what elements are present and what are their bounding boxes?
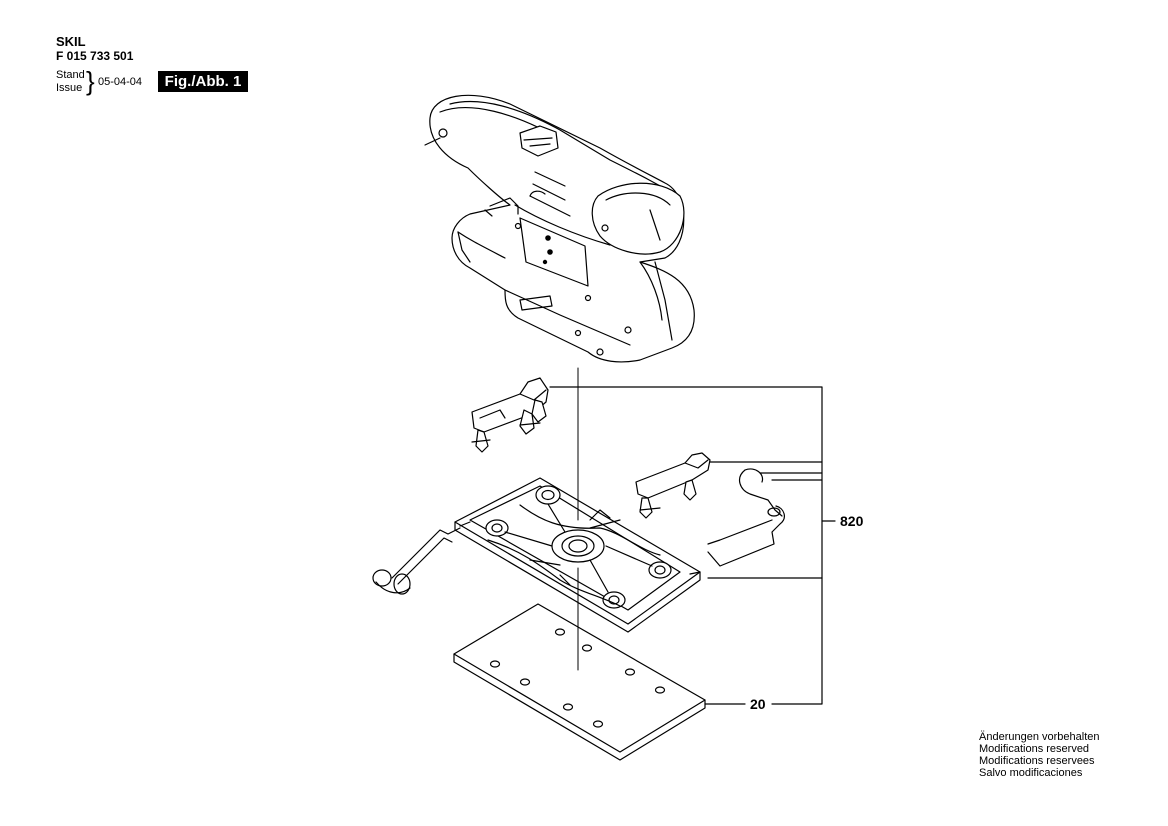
wire-clip-right (707, 468, 785, 567)
modification-notes: Änderungen vorbehalten Modifications res… (979, 731, 1099, 779)
part-number: F 015 733 501 (56, 49, 134, 63)
clamp-bracket-upper (471, 377, 549, 453)
note-de: Änderungen vorbehalten (979, 731, 1100, 743)
figure-label: Fig./Abb. 1 (158, 71, 248, 92)
brace-symbol: } (86, 66, 95, 96)
stand-label: Stand (56, 69, 85, 81)
issue-date: 05-04-04 (98, 76, 143, 88)
sander-housing (424, 94, 695, 363)
base-plate (454, 477, 701, 633)
leader-line-20 (704, 699, 823, 705)
brand-name: SKIL (56, 34, 86, 49)
note-en: Modifications reserved (979, 743, 1090, 755)
wire-clip-left (372, 527, 461, 595)
callout-820: 820 (840, 513, 864, 529)
note-es: Salvo modificaciones (979, 767, 1083, 779)
note-fr: Modifications reservees (979, 755, 1095, 767)
issue-label: Issue (56, 82, 83, 94)
callout-20: 20 (750, 696, 766, 712)
sanding-sheet (453, 603, 706, 761)
leader-lines-820 (549, 386, 836, 701)
clamp-bracket-right (635, 452, 711, 519)
